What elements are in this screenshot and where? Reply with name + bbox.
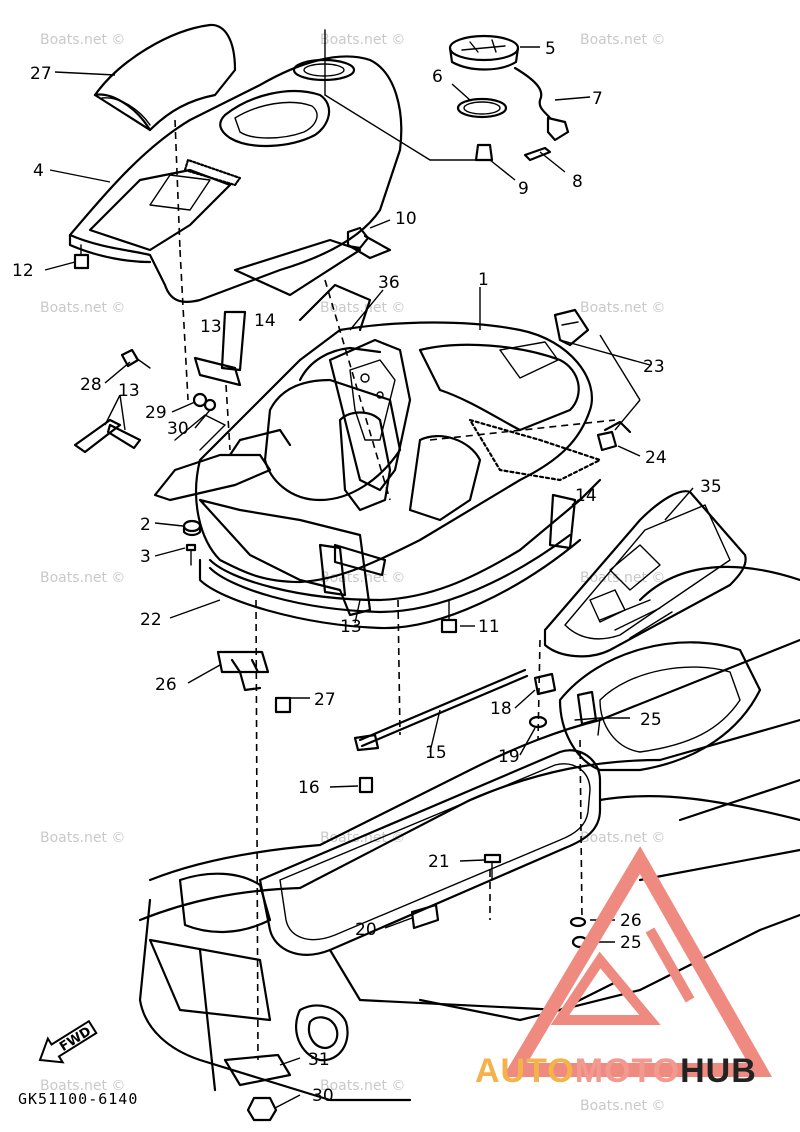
callout-34: 30: [167, 419, 189, 439]
callout-33: 29: [145, 403, 167, 423]
watermark: Boats.net ©: [40, 1078, 125, 1094]
callout-16: 16: [298, 778, 320, 798]
callout-14b: 14: [575, 486, 597, 506]
callout-26: 26: [620, 911, 642, 931]
callout-9: 9: [518, 179, 529, 199]
watermark: Boats.net ©: [320, 32, 405, 48]
callout-8: 8: [572, 172, 583, 192]
watermark: Boats.net ©: [580, 32, 665, 48]
callout-29: 30: [312, 1086, 334, 1106]
callout-22: 23: [643, 357, 665, 377]
callout-23: 24: [645, 448, 667, 468]
fuel-cap-assembly: [324, 29, 570, 162]
hull-deck: [138, 565, 800, 1102]
watermark: Boats.net ©: [40, 300, 125, 316]
callout-36: 36: [378, 273, 400, 293]
callout-13b: 13: [118, 381, 140, 401]
callout-2: 2: [140, 515, 151, 535]
callout-4: 4: [33, 161, 44, 181]
callout-14a: 14: [254, 311, 276, 331]
callout-13c: 13: [340, 617, 362, 637]
main-deck: [153, 321, 602, 617]
pads: [73, 310, 577, 597]
callout-1: 1: [478, 270, 489, 290]
callout-3: 3: [140, 547, 151, 567]
callout-31: 27: [30, 64, 52, 84]
callout-7: 7: [592, 89, 603, 109]
inner-frame: [298, 283, 412, 492]
callout-5: 5: [545, 39, 556, 59]
callout-32: 28: [80, 375, 102, 395]
fasteners: [73, 226, 601, 1122]
upper-hood-cover: [68, 55, 403, 303]
callout-6: 6: [432, 67, 443, 87]
callout-13a: 13: [200, 317, 222, 337]
callout-12: 12: [12, 261, 34, 281]
callout-10: 10: [395, 209, 417, 229]
watermarks: Boats.net © Boats.net © Boats.net © Boat…: [40, 32, 665, 1114]
watermark: Boats.net ©: [580, 300, 665, 316]
callout-24: 25: [640, 710, 662, 730]
latch-assembly: [553, 308, 632, 452]
callout-25: 25: [620, 933, 642, 953]
callout-labels: 27 4 5 6 7 8 9 10 12 36 1 13 14 23 28 13…: [12, 39, 722, 1106]
deck-seal: [198, 533, 582, 630]
callout-35: 35: [700, 477, 722, 497]
watermark: Boats.net ©: [40, 32, 125, 48]
reference-code: GK51100-6140: [18, 1090, 138, 1108]
callout-15: 15: [425, 743, 447, 763]
seat-back-cover: [93, 23, 237, 132]
callout-11: 11: [478, 617, 500, 637]
alignment-lines: [174, 119, 616, 1061]
automotohub-logo: AUTOMOTOHUB: [475, 846, 773, 1090]
callout-20: 21: [428, 852, 450, 872]
watermark: Boats.net ©: [40, 570, 125, 586]
watermark: Boats.net ©: [320, 570, 405, 586]
callout-30: 31: [308, 1050, 330, 1070]
callout-28: 27: [314, 690, 336, 710]
fwd-arrow: FWD: [38, 1019, 98, 1064]
callout-17: 18: [490, 699, 512, 719]
callout-21: 22: [140, 610, 162, 630]
rear-cover: [543, 490, 747, 658]
watermark: Boats.net ©: [40, 830, 125, 846]
watermark: Boats.net ©: [320, 300, 405, 316]
watermark: Boats.net ©: [580, 1098, 665, 1114]
logo-text: AUTOMOTOHUB: [475, 1052, 757, 1090]
callout-19: 20: [355, 920, 377, 940]
callout-27: 26: [155, 675, 177, 695]
callout-18: 19: [498, 747, 520, 767]
watermark: Boats.net ©: [320, 1078, 405, 1094]
watermark: Boats.net ©: [580, 830, 665, 846]
leader-lines: [44, 46, 694, 1109]
